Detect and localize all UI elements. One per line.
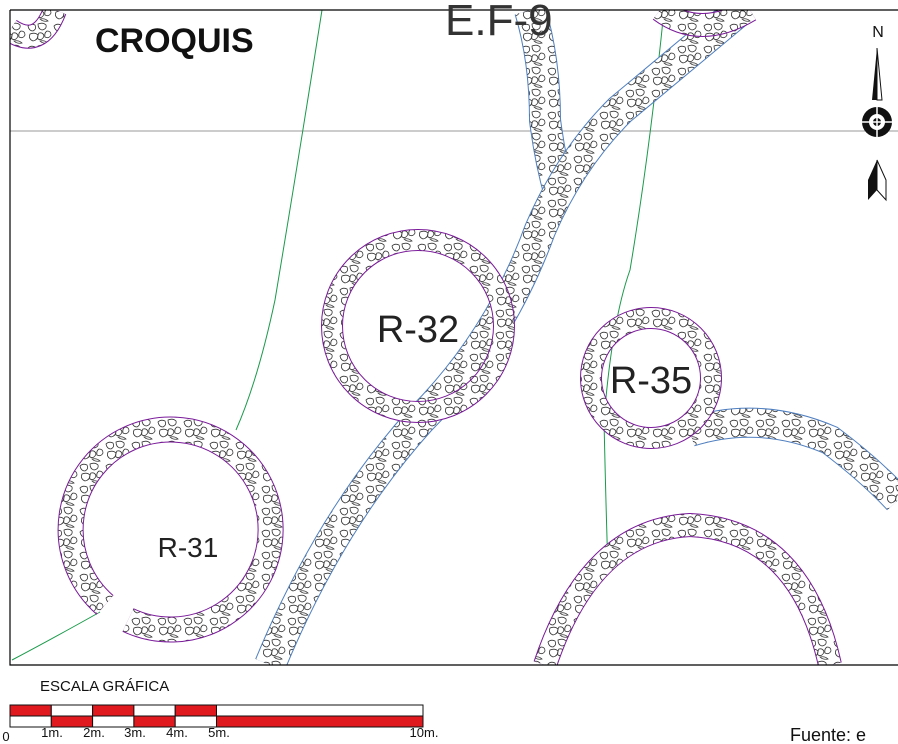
ring-r32: [322, 230, 514, 422]
scale-label-4m: 4m.: [166, 725, 188, 740]
stone-path-main: [256, 0, 750, 671]
scale-label-2m: 2m.: [83, 725, 105, 740]
map-frame: [9, 9, 898, 666]
map-title: CROQUIS: [95, 22, 254, 60]
label-r35: R-35: [610, 360, 692, 402]
scale-label-1m: 1m.: [41, 725, 63, 740]
label-r32: R-32: [377, 309, 459, 351]
scale-segment: [216, 715, 424, 728]
ring-partial-top-left: [3, 5, 66, 48]
scale-bar: [9, 704, 424, 728]
north-arrow-icon: N: [862, 24, 892, 202]
scale-segment: [133, 704, 176, 717]
scale-segment: [9, 704, 52, 717]
scale-label-0: 0: [2, 729, 9, 744]
contour-line-left: [235, 9, 323, 431]
graphic-scale: ESCALA GRÁFICA 0 1m. 2m. 3m. 4m. 5m. 10m…: [2, 678, 438, 744]
scale-label-5m: 5m.: [208, 725, 230, 740]
north-label: N: [872, 24, 884, 41]
ring-partial-bottom-right: [534, 513, 841, 669]
scale-segment: [92, 704, 135, 717]
ring-r35: [581, 308, 721, 448]
stone-path-right: [685, 408, 898, 510]
scale-label-3m: 3m.: [124, 725, 146, 740]
scale-label-10m: 10m.: [410, 725, 439, 740]
contour-line-bottom-left: [11, 611, 101, 661]
ring-r31: [58, 417, 283, 642]
scale-segment: [174, 704, 217, 717]
label-r31: R-31: [158, 532, 219, 563]
scale-segment: [50, 704, 94, 717]
footer-text: Fuente: e: [790, 725, 866, 744]
contour-line-right: [603, 9, 665, 571]
scale-title: ESCALA GRÁFICA: [40, 678, 169, 695]
top-label: E.F-9: [445, 0, 553, 45]
scale-segment: [216, 704, 424, 717]
ring-partial-top-right: [653, 0, 756, 36]
